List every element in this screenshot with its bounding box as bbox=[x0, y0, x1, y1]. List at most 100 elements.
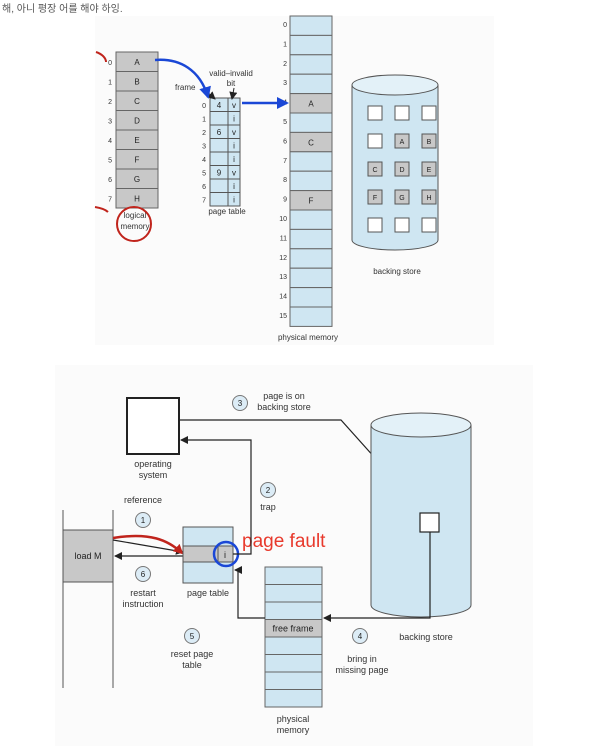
logical-memory-page: F bbox=[135, 156, 140, 165]
step-number: 3 bbox=[238, 399, 243, 408]
step-badge bbox=[352, 628, 368, 644]
bottom-physical-memory-line2: memory bbox=[277, 725, 310, 735]
reset-page-table-line2: table bbox=[182, 660, 202, 670]
bring-in-line1: bring in bbox=[347, 654, 377, 664]
physical-memory: 0123A45C678F9101112131415 bbox=[279, 15, 333, 327]
physical-memory-frame bbox=[289, 73, 333, 95]
restart-label-line1: restart bbox=[130, 588, 156, 598]
page-table-index: 2 bbox=[202, 130, 206, 137]
reference-arrow bbox=[112, 539, 184, 555]
page-table-frame-cell bbox=[209, 192, 229, 207]
red-circle-logical-memory bbox=[116, 206, 152, 242]
page-table-label: page table bbox=[187, 588, 229, 598]
physical-memory-index: 14 bbox=[279, 294, 287, 301]
page-table-frame-cell bbox=[209, 111, 229, 126]
page-table-frame-cell bbox=[209, 151, 229, 166]
red-bracket-top bbox=[95, 51, 107, 63]
bring-in-line2: missing page bbox=[335, 665, 388, 675]
logical-memory-index: 5 bbox=[108, 158, 112, 165]
page-table-bit-value: v bbox=[232, 101, 236, 110]
page-table-bit-value: v bbox=[232, 128, 236, 137]
page-table-bit: i bbox=[224, 550, 226, 560]
backing-store-cell bbox=[394, 189, 410, 205]
logical-memory-page: A bbox=[134, 58, 140, 67]
logical-memory-index: 2 bbox=[108, 99, 112, 106]
physical-memory-index: 8 bbox=[283, 177, 287, 184]
physical-memory-frame bbox=[289, 54, 333, 75]
physical-memory-index: 1 bbox=[283, 41, 287, 48]
backing-store-cell bbox=[394, 161, 410, 177]
page-table-frame-cell bbox=[209, 178, 229, 193]
page-table-index: 7 bbox=[202, 198, 206, 205]
step-badge bbox=[260, 482, 276, 498]
physical-memory-index: 5 bbox=[283, 119, 287, 126]
physical-memory-frame bbox=[289, 306, 333, 327]
page-on-store-line1: page is on bbox=[263, 391, 305, 401]
step-number: 4 bbox=[358, 632, 363, 641]
page-table-index: 0 bbox=[202, 103, 206, 110]
step-number: 2 bbox=[266, 486, 271, 495]
backing-store-cell bbox=[367, 189, 383, 205]
physical-memory-frame bbox=[289, 15, 333, 36]
missing-page-box bbox=[419, 512, 440, 533]
physical-memory-slot bbox=[264, 671, 323, 690]
step-number: 5 bbox=[190, 632, 195, 641]
physical-memory-frame bbox=[289, 151, 333, 172]
step-badge bbox=[232, 395, 248, 411]
backing-store-caption: backing store bbox=[373, 267, 421, 276]
physical-memory-frame bbox=[289, 228, 333, 250]
backing-store-page: D bbox=[399, 167, 404, 174]
physical-memory-frame bbox=[289, 170, 333, 192]
step-badge bbox=[135, 512, 151, 528]
reference-label: reference bbox=[124, 495, 162, 505]
physical-memory-index: 2 bbox=[283, 61, 287, 68]
backing-store-cell bbox=[394, 133, 410, 149]
physical-memory-index: 3 bbox=[283, 80, 287, 87]
physical-memory-frame bbox=[289, 112, 333, 133]
step-badge bbox=[184, 628, 200, 644]
physical-memory-caption: physical memory bbox=[278, 333, 338, 342]
valid-invalid-bit-label: bit bbox=[227, 79, 236, 88]
logical-caption-line2: memory bbox=[121, 222, 150, 231]
backing-store-cell bbox=[421, 161, 437, 177]
physical-memory-slot bbox=[264, 654, 323, 673]
physical-memory-index: 0 bbox=[283, 22, 287, 29]
reset-page-table-line1: reset page bbox=[171, 649, 214, 659]
backing-store-page: F bbox=[373, 195, 377, 202]
physical-memory-page: C bbox=[308, 138, 314, 147]
logical-memory-caption: logical memory bbox=[121, 211, 150, 231]
physical-memory-index: 13 bbox=[279, 274, 287, 281]
bottom-backing-store-label: backing store bbox=[399, 632, 453, 642]
logical-memory-index: 4 bbox=[108, 138, 112, 145]
valid-invalid-label: valid–invalid bbox=[209, 69, 253, 78]
trap-label: trap bbox=[260, 502, 276, 512]
physical-memory-page: F bbox=[309, 197, 314, 206]
load-m-box bbox=[62, 529, 114, 583]
page-table-bit-value: v bbox=[232, 169, 236, 178]
backing-store-cell bbox=[394, 105, 410, 121]
logical-memory-page: D bbox=[134, 117, 140, 126]
logical-memory-page: G bbox=[134, 175, 140, 184]
physical-memory-index: 10 bbox=[279, 216, 287, 223]
backing-store-cell bbox=[421, 189, 437, 205]
page-table-bit-value: i bbox=[233, 115, 235, 124]
physical-memory-index: 9 bbox=[283, 197, 287, 204]
backing-store-cell bbox=[367, 105, 383, 121]
page-table-caption: page table bbox=[208, 207, 246, 216]
frame-label: frame bbox=[175, 83, 196, 92]
operating-system-box bbox=[126, 397, 180, 455]
physical-memory-frame bbox=[289, 287, 333, 308]
physical-memory-slot bbox=[264, 601, 323, 620]
backing-store-page: H bbox=[426, 195, 431, 202]
physical-memory-frame bbox=[289, 209, 333, 230]
red-bracket-bottom bbox=[94, 206, 109, 213]
backing-store-page: B bbox=[427, 139, 432, 146]
page-table-bit-value: i bbox=[233, 182, 235, 191]
physical-memory-index: 11 bbox=[280, 235, 287, 242]
logical-caption-line1: logical bbox=[124, 211, 147, 220]
